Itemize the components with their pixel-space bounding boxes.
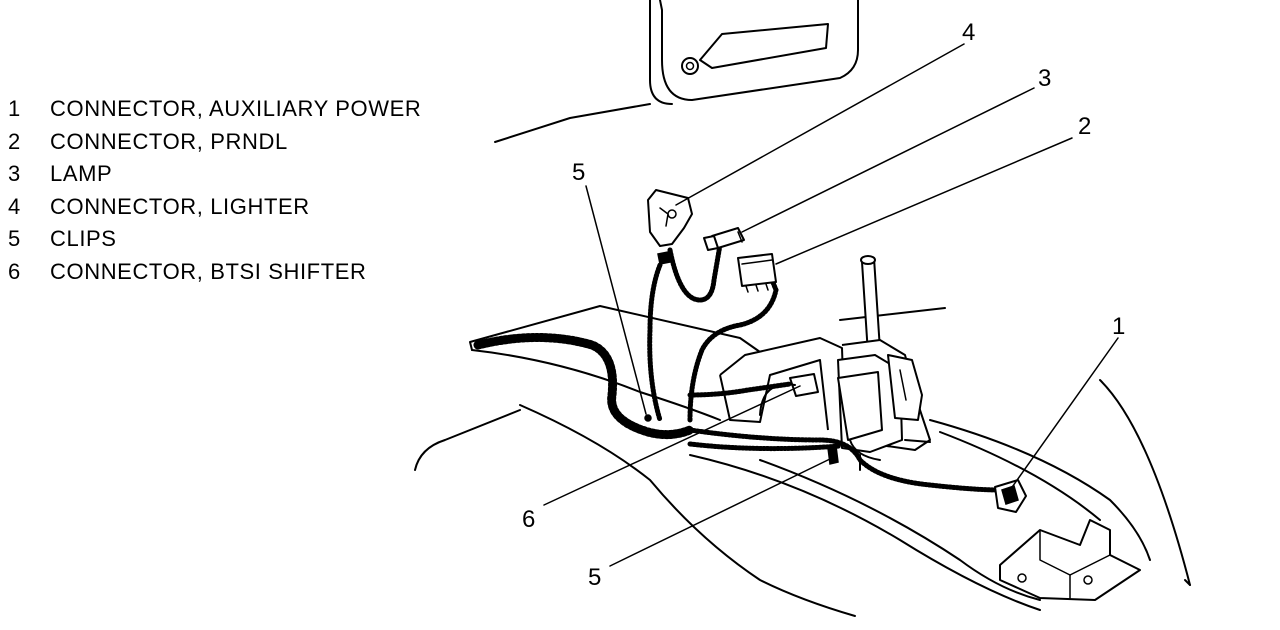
leader-lines xyxy=(543,43,1119,567)
floor-outline xyxy=(414,379,1191,617)
legend-number: 5 xyxy=(8,226,21,251)
callout-3: 3 xyxy=(1038,65,1051,92)
legend-item: 4 CONNECTOR, LIGHTER xyxy=(8,194,421,227)
legend-item: 3 LAMP xyxy=(8,161,421,194)
leader-line-3 xyxy=(741,87,1035,233)
callout-5-bottom: 5 xyxy=(588,564,601,591)
legend-label: CONNECTOR, BTSI SHIFTER xyxy=(50,258,367,284)
legend-label: LAMP xyxy=(50,161,113,186)
leader-line-1 xyxy=(1009,337,1119,491)
leader-line-4 xyxy=(675,43,965,206)
auxiliary-power-connector-drawing xyxy=(994,479,1027,513)
legend-number: 4 xyxy=(8,193,21,219)
floor-console-drawing xyxy=(469,305,1151,611)
callout-6: 6 xyxy=(522,506,535,533)
legend-label: CLIPS xyxy=(50,226,117,251)
shifter-assembly-drawing xyxy=(719,255,931,471)
wiring-harness xyxy=(473,242,1003,493)
lighter-connector-drawing xyxy=(647,189,693,265)
legend-label: CONNECTOR, PRNDL xyxy=(50,128,288,154)
legend-number: 1 xyxy=(8,96,21,121)
leader-line-5-bottom xyxy=(609,457,833,567)
leader-line-5-top xyxy=(585,185,647,415)
legend-label: CONNECTOR, LIGHTER xyxy=(50,193,310,219)
legend-number: 6 xyxy=(8,258,21,284)
legend-item: 5 CLIPS xyxy=(8,226,421,259)
prndl-connector-drawing xyxy=(737,253,777,293)
instrument-panel-drawing xyxy=(494,0,859,143)
callout-labels: 4 3 2 1 5 6 5 xyxy=(522,19,1125,591)
callout-4: 4 xyxy=(962,19,975,46)
legend-item: 6 CONNECTOR, BTSI SHIFTER xyxy=(8,259,421,292)
callout-2: 2 xyxy=(1078,113,1091,140)
leader-line-2 xyxy=(775,137,1073,265)
legend-label: CONNECTOR, AUXILIARY POWER xyxy=(50,96,422,121)
lamp-drawing xyxy=(703,227,745,251)
legend-number: 2 xyxy=(8,128,21,154)
leader-line-6 xyxy=(543,385,801,506)
legend-item: 1 CONNECTOR, AUXILIARY POWER xyxy=(8,96,421,129)
legend-item: 2 CONNECTOR, PRNDL xyxy=(8,129,421,162)
legend-number: 3 xyxy=(8,161,21,186)
callout-1: 1 xyxy=(1112,313,1125,340)
callout-5-top: 5 xyxy=(572,159,585,186)
